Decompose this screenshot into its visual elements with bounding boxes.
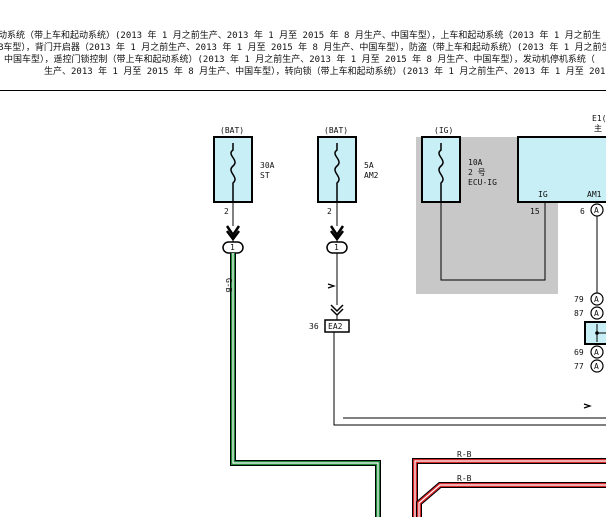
terminal-79 <box>590 292 604 306</box>
ecu-pin-ig: IG <box>538 190 548 199</box>
fuse-1-source: (BAT) <box>220 126 244 135</box>
fuse-1-icon <box>230 143 236 202</box>
svg-text:A: A <box>594 348 599 357</box>
fuse-2-source: (BAT) <box>324 126 348 135</box>
header-line-1: 动系统（带上车和起动系统）(2013 年 1 月之前生产、2013 年 1 月至… <box>0 31 601 41</box>
junction-arrow <box>330 304 344 313</box>
header-line-3: 中国车型），遥控门锁控制（带上车和起动系统）(2013 年 1 月之前生产、20… <box>4 55 595 65</box>
junction-box <box>324 319 350 333</box>
fuse-2-rating: 5A <box>364 161 374 170</box>
fuse-2-icon <box>334 143 340 202</box>
ecu-label: 主 <box>594 123 602 133</box>
terminal-77 <box>590 359 604 373</box>
terminal-pin-69: 69 <box>574 348 584 357</box>
header-rule <box>0 90 606 91</box>
fuse-1-connector-number: 1 <box>230 243 235 252</box>
ecu-am1-terminal-letter: A <box>594 206 599 215</box>
page-header: 动系统（带上车和起动系统）(2013 年 1 月之前生产、2013 年 1 月至… <box>0 0 606 92</box>
fuse-3-name-line-1: 2 号 <box>468 168 486 177</box>
fuse-1-rating: 30A <box>260 161 275 170</box>
fuse-3-rating: 10A <box>468 158 483 167</box>
svg-text:A: A <box>594 362 599 371</box>
header-line-4: 生产、2013 年 1 月至 2015 年 8 月生产、中国车型），转向锁（带上… <box>44 67 606 77</box>
fuse-3-icon <box>438 143 444 202</box>
red-wire-2-outline <box>416 482 606 517</box>
fuse-1-name: ST <box>260 171 270 180</box>
terminal-pin-77: 77 <box>574 362 584 371</box>
fuse-1-pin: 2 <box>224 207 229 216</box>
ig-wire <box>440 202 546 281</box>
terminal-69 <box>590 345 604 359</box>
fuse-2-pin: 2 <box>327 207 332 216</box>
green-wire-outline <box>230 253 381 517</box>
green-wire <box>231 253 380 517</box>
fuse-3-name-line-2: ECU-IG <box>468 178 497 187</box>
ecu-box <box>517 136 606 203</box>
fuse-2-connector-number: 1 <box>334 243 339 252</box>
red-wire-2-label: R-B <box>457 474 472 483</box>
junction-wire <box>333 332 606 426</box>
red-wire-1-outline <box>412 458 606 517</box>
ecu-ref: E1( <box>592 114 606 123</box>
green-wire-label: G-B <box>224 278 233 293</box>
ecu-ig-pin: 15 <box>530 207 540 216</box>
fuse-2-name: AM2 <box>364 171 379 180</box>
fuse-3-source: (IG) <box>434 126 453 135</box>
svg-text:A: A <box>594 295 599 304</box>
svg-text:A: A <box>594 309 599 318</box>
terminal-pin-87: 87 <box>574 309 584 318</box>
red-wire-1 <box>413 459 606 517</box>
terminal-pin-79: 79 <box>574 295 584 304</box>
ecu-am1-number: 6 <box>580 207 585 216</box>
terminal-87 <box>590 306 604 320</box>
header-line-2: B车型），背门开启器（2013 年 1 月之前生产、2013 年 1 月至 20… <box>0 43 606 53</box>
junction-label: EA2 <box>328 322 343 331</box>
junction-pin: 36 <box>309 322 319 331</box>
red-wire-2 <box>417 483 606 517</box>
ecu-pin-am1: AM1 <box>587 190 602 199</box>
red-wire-1-label: R-B <box>457 450 472 459</box>
